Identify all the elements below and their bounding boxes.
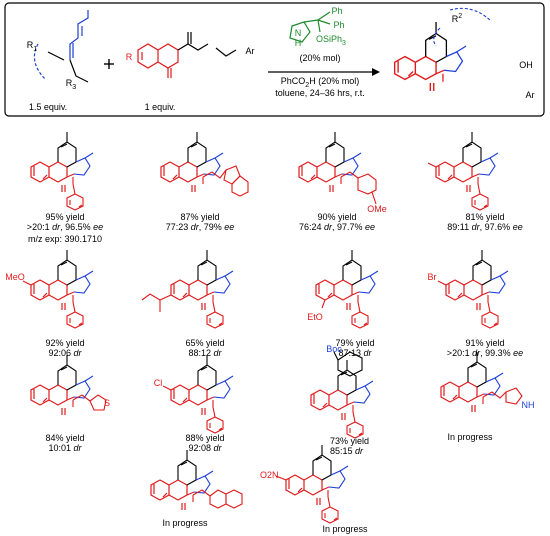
product-3-yield: 90% yield	[317, 212, 357, 222]
product-2-yield: 87% yield	[180, 212, 220, 222]
product-10-selectivity: 92:08 dr	[188, 443, 222, 453]
product-ar-label: Ar	[525, 90, 535, 100]
product-7-yield: 79% yield	[335, 338, 375, 348]
product-1-selectivity: >20:1 dr, 96.5% ee	[26, 222, 104, 232]
dienal-reactant	[33, 10, 89, 83]
product-structure-11	[310, 351, 374, 439]
product-14-substituent: O2N	[260, 470, 279, 480]
product-structure-13	[150, 449, 243, 511]
product-6-selectivity: 88:12 dr	[188, 348, 222, 358]
product-11-yield: 73% yield	[330, 436, 370, 446]
product-structure-2	[160, 131, 249, 197]
product-2-selectivity: 77:23 dr, 79% ee	[165, 222, 235, 232]
product-9-substituent: S	[103, 398, 110, 408]
product-14-status: In progress	[322, 524, 368, 534]
reaction-arrow	[268, 68, 380, 76]
reactant1-equiv: 1.5 equiv.	[28, 102, 68, 112]
conditions-label: toluene, 24–36 hrs, r.t.	[275, 88, 365, 98]
scheme-frame	[4, 2, 545, 117]
plus-icon	[104, 59, 114, 69]
product-structure-3	[298, 131, 377, 205]
product-10-yield: 88% yield	[185, 433, 225, 443]
product-13-status: In progress	[162, 518, 208, 528]
catalyst-ph2-label: Ph	[333, 20, 345, 30]
product-structure-6	[141, 249, 234, 329]
product-7-selectivity: 87:13 dr	[338, 348, 372, 358]
product-general	[393, 7, 491, 92]
product-5-substituent: MeO	[5, 272, 25, 282]
product-1-mass: m/z exp: 390.1710	[27, 234, 103, 244]
product-structure-7	[315, 249, 379, 329]
product-12-status: In progress	[447, 432, 493, 442]
product-3-selectivity: 76:24 dr, 97.7% ee	[298, 222, 376, 232]
product-structure-8	[437, 249, 509, 329]
product-structure-5	[22, 249, 94, 329]
product-5-selectivity: 92:06 dr	[48, 348, 82, 358]
coumarin-amide-reactant	[137, 32, 237, 78]
r1-label: R1	[26, 40, 38, 53]
product-7-substituent: EtO	[307, 312, 323, 322]
product-structure-1	[30, 131, 94, 211]
product-structure-12	[440, 351, 523, 413]
product-r2-label: R2	[451, 13, 463, 24]
catalyst-loading: (20% mol)	[299, 53, 341, 63]
product-11-selectivity: 85:15 dr	[330, 446, 364, 456]
product-1-yield: 95% yield	[45, 212, 85, 222]
product-8-substituent: Br	[427, 272, 437, 282]
product-3-substituent: OMe	[367, 204, 387, 214]
product-8-yield: 91% yield	[465, 338, 505, 348]
catalyst-osi-label: OSiPh3	[316, 34, 346, 47]
product-9-selectivity: 10:01 dr	[48, 443, 82, 453]
catalyst-ph1-label: Ph	[331, 6, 343, 16]
r3-label: R3	[65, 78, 77, 91]
product-11-substituent: Boc	[326, 344, 342, 354]
product-5-yield: 92% yield	[45, 338, 85, 348]
product-4-yield: 81% yield	[465, 212, 505, 222]
product-12-substituent: NH	[521, 400, 535, 410]
product-oh-label: OH	[519, 60, 533, 70]
catalyst-n-label: N	[294, 28, 302, 38]
additive-label: PhCO2H (20% mol)	[280, 76, 360, 89]
r-substituent-label: R	[125, 52, 133, 62]
product-structure-4	[427, 131, 499, 211]
product-structure-10	[162, 354, 234, 434]
product-4-selectivity: 89:11 dr, 97.6% ee	[447, 222, 523, 232]
catalyst-h-label: H	[294, 38, 302, 48]
product-6-yield: 65% yield	[185, 338, 225, 348]
reactant2-equiv: 1 equiv.	[144, 102, 176, 112]
product-10-substituent: Cl	[153, 378, 163, 388]
catalyst-structure	[289, 11, 331, 43]
product-structure-14	[275, 444, 349, 524]
product-structure-9	[30, 354, 107, 416]
product-9-yield: 84% yield	[45, 433, 85, 443]
ar-label: Ar	[245, 46, 255, 56]
product-8-selectivity: >20:1 dr, 99.3% ee	[446, 348, 524, 358]
